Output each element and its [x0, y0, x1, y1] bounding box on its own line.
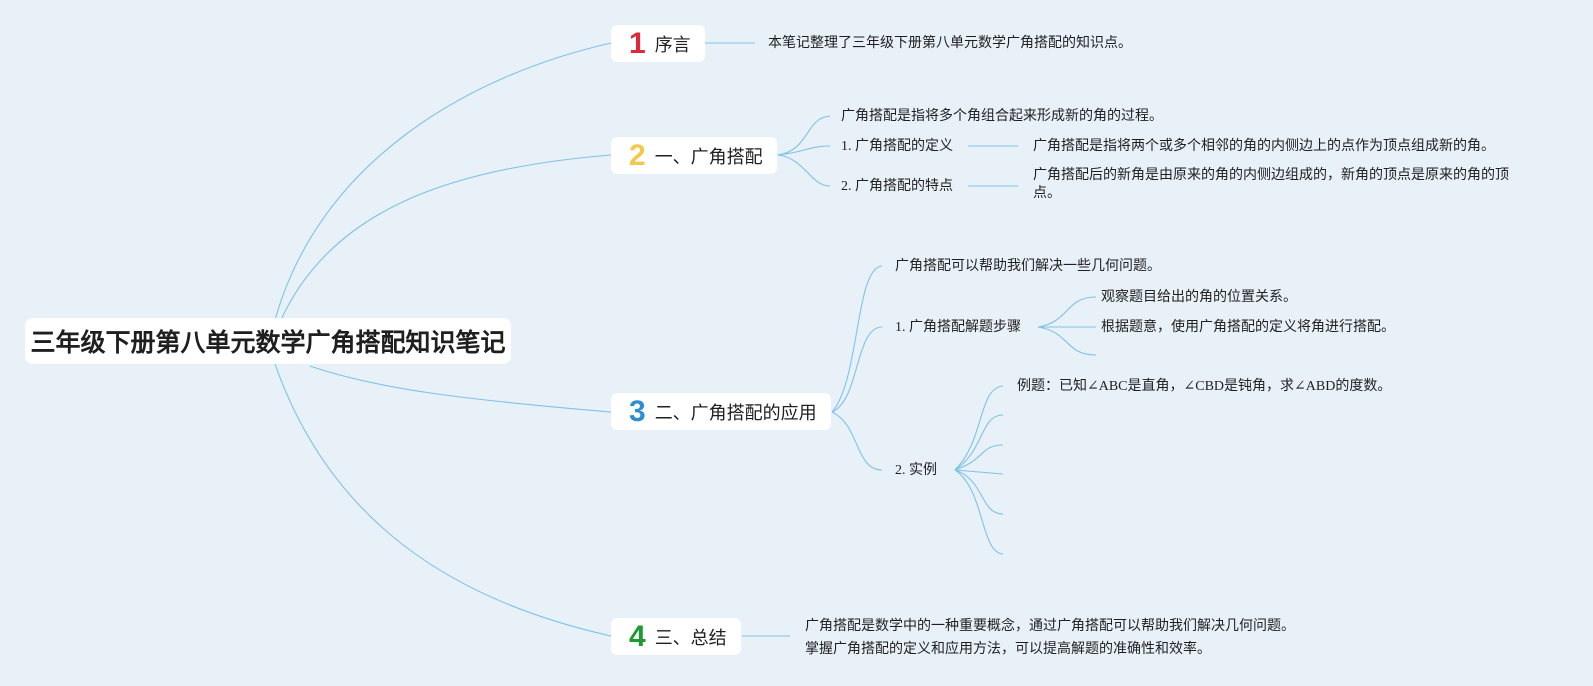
topic-label: 二、广角搭配的应用: [654, 402, 817, 424]
topic-label: 一、广角搭配: [654, 146, 763, 168]
topic-label: 三、总结: [654, 627, 727, 649]
features-label[interactable]: 2. 广角搭配的特点: [841, 179, 953, 194]
root-title: 三年级下册第八单元数学广角搭配知识笔记: [30, 328, 506, 357]
summary-line-1[interactable]: 广角搭配是数学中的一种重要概念，通过广角搭配可以帮助我们解决几何问题。: [805, 619, 1295, 634]
topic-wide-angle-matching[interactable]: 2 一、广角搭配: [611, 137, 777, 174]
topic-number-4: 4: [629, 619, 646, 653]
example-label[interactable]: 2. 实例: [895, 463, 937, 478]
step-2-text[interactable]: 根据题意，使用广角搭配的定义将角进行搭配。: [1101, 320, 1395, 335]
topic-summary[interactable]: 4 三、总结: [611, 618, 741, 655]
step-1-text[interactable]: 观察题目给出的角的位置关系。: [1101, 290, 1297, 305]
definition-label[interactable]: 1. 广角搭配的定义: [841, 139, 953, 154]
preface-note[interactable]: 本笔记整理了三年级下册第八单元数学广角搭配的知识点。: [768, 36, 1132, 51]
application-intro[interactable]: 广角搭配可以帮助我们解决一些几何问题。: [895, 259, 1161, 274]
topic-preface[interactable]: 1 序言: [611, 25, 705, 62]
features-text[interactable]: 广角搭配后的新角是由原来的角的内侧边组成的，新角的顶点是原来的角的顶点。: [1033, 168, 1509, 201]
topic-number-2: 2: [629, 138, 646, 172]
solving-steps-label[interactable]: 1. 广角搭配解题步骤: [895, 320, 1021, 335]
topic-number-1: 1: [629, 26, 646, 60]
example-1-text[interactable]: 例题：已知∠ABC是直角，∠CBD是钝角，求∠ABD的度数。: [1017, 379, 1392, 394]
definition-text[interactable]: 广角搭配是指将两个或多个相邻的角的内侧边上的点作为顶点组成新的角。: [1033, 139, 1495, 154]
matching-intro[interactable]: 广角搭配是指将多个角组合起来形成新的角的过程。: [841, 109, 1163, 124]
root-node[interactable]: 三年级下册第八单元数学广角搭配知识笔记: [25, 318, 511, 364]
topic-application[interactable]: 3 二、广角搭配的应用: [611, 393, 831, 430]
topic-label: 序言: [654, 34, 691, 56]
summary-line-2[interactable]: 掌握广角搭配的定义和应用方法，可以提高解题的准确性和效率。: [805, 642, 1211, 657]
topic-number-3: 3: [629, 394, 646, 428]
